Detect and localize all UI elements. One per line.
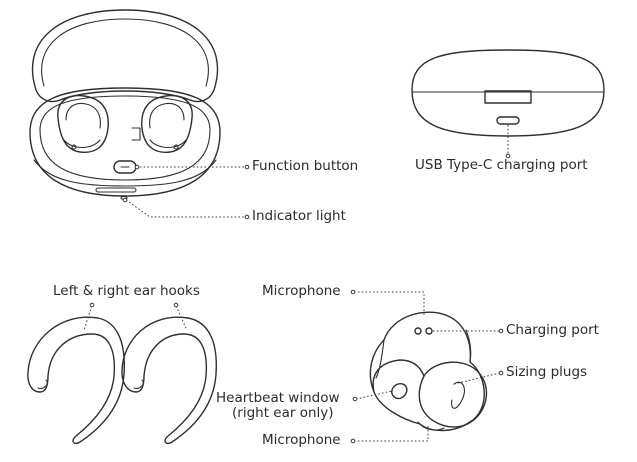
sizing-plugs-label: Sizing plugs	[506, 364, 588, 380]
ear-hooks-callout	[83, 302, 187, 331]
ear-hooks-label: Left & right ear hooks	[53, 283, 200, 299]
microphone-top-callout	[350, 289, 425, 316]
closed-case-hinge	[484, 90, 532, 104]
case-base	[29, 87, 221, 197]
charging-port-callout	[433, 328, 504, 334]
case-lid-inner	[41, 18, 209, 87]
charging-port-label: Charging port	[506, 322, 599, 338]
earbud-detail	[369, 311, 488, 432]
case-lid	[31, 9, 219, 103]
usb-c-port-shape	[496, 116, 520, 125]
open-charging-case	[29, 9, 221, 201]
sizing-plugs-callout	[453, 370, 504, 385]
heartbeat-window-shape	[391, 382, 408, 400]
usb-port-callout	[505, 125, 511, 159]
closed-case-body	[411, 49, 605, 137]
case-right-earbud	[131, 94, 193, 153]
microphone-top-label: Microphone	[262, 283, 341, 299]
indicator-light-label: Indicator light	[252, 208, 346, 224]
heartbeat-callout	[352, 390, 393, 402]
usb-port-label: USB Type-C charging port	[415, 157, 588, 173]
case-tray	[39, 95, 211, 181]
right-ear-hook	[121, 316, 217, 445]
left-ear-hook	[27, 316, 125, 445]
indicator-light-shape	[95, 187, 137, 193]
indicator-light-callout	[122, 197, 250, 220]
heartbeat-window-label: Heartbeat window	[216, 390, 340, 406]
charging-contact-2	[425, 327, 433, 335]
microphone-bottom-label: Microphone	[262, 432, 341, 448]
case-left-earbud	[57, 94, 109, 153]
case-seam	[33, 159, 217, 187]
sizing-plug-shape	[418, 361, 488, 428]
function-button-callout	[134, 164, 250, 170]
function-button-label: Function button	[252, 158, 359, 174]
heartbeat-window-note: (right ear only)	[232, 405, 334, 421]
closed-charging-case	[411, 49, 605, 137]
charging-contact-1	[414, 327, 422, 335]
microphone-bottom-callout	[350, 424, 429, 444]
